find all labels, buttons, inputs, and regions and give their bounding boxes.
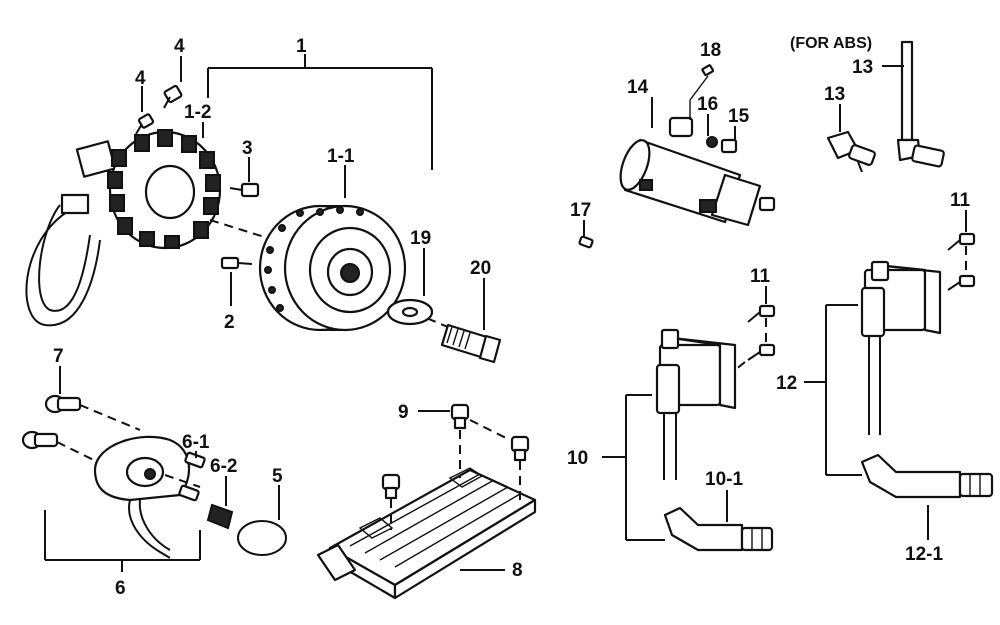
stator-teeth [107,129,221,249]
rectifier-regulator [316,467,537,600]
label-17: 17 [570,200,591,221]
bolt-4-lower [135,113,155,135]
rotor-flywheel [258,204,407,332]
align-line-11b [734,361,746,371]
starter-terminal [668,116,694,138]
label-6: 6 [115,578,126,599]
bolt-2 [220,256,253,270]
ignition-coil-10 [655,328,737,480]
label-3: 3 [242,138,253,159]
plug-cap-10-1 [663,506,774,552]
label-11-coil12: 11 [950,190,971,211]
bolt-4-upper [163,84,183,109]
rotor-holes [264,206,364,312]
label-4-lower: 4 [135,68,146,89]
rotor-edge [320,205,345,331]
bolt-9-left [450,403,470,430]
label-11-coil10: 11 [750,266,771,287]
plug-cap-12-1 [860,453,994,499]
nut-16 [706,136,718,148]
rotor-hub-center [340,263,360,283]
label-7: 7 [53,346,64,367]
pin-17 [578,235,594,249]
label-12-1: 12-1 [905,544,943,565]
label-19: 19 [410,228,431,249]
label-1-1: 1-1 [327,146,355,167]
bolt-20 [440,323,502,364]
pin-18 [701,64,715,77]
starter-motor [619,64,776,227]
bolt-11-coil12-a [947,232,976,251]
stator-wire-loop-inner [38,204,91,312]
part-6-1 [178,451,206,502]
stator-assembly [25,129,222,327]
label-8: 8 [512,560,523,581]
bolt-11-coil10-a [747,304,776,323]
stator-center-hole [144,164,196,220]
bolt-9-front [381,473,401,500]
stator-clamp [60,193,90,215]
align-line-pulser [164,474,201,488]
label-13-lower: 13 [824,84,845,105]
ignition-coil-12 [860,260,942,435]
bolt-15 [720,138,738,154]
leader-lines [44,54,967,572]
label-16: 16 [697,94,718,115]
spring-6-2 [206,503,234,530]
label-12: 12 [776,373,797,394]
bolt-7-upper [44,394,82,414]
pulser-sensor [93,435,191,559]
label-4-upper: 4 [174,36,185,57]
label-18: 18 [700,40,721,61]
callout-labels: 1 1-1 1-2 2 3 4 4 5 6 6-1 6-2 7 8 9 10 1… [53,35,971,599]
bolt-7-lower [21,430,59,450]
label-6-2: 6-2 [210,456,237,477]
label-2: 2 [224,312,235,333]
label-6-1: 6-1 [182,432,210,453]
bolt-9-right [510,435,530,462]
bolt-11-coil10-b [747,343,776,361]
washer-19 [386,298,434,326]
label-for-abs: (FOR ABS) [790,35,872,52]
align-line-9d [469,419,511,441]
label-1-2: 1-2 [184,102,211,123]
label-20: 20 [470,258,491,279]
align-line-7a [79,404,141,431]
label-1: 1 [296,36,307,57]
abs-sensor-left [826,130,876,173]
label-5: 5 [272,466,283,487]
label-15: 15 [728,106,750,127]
bolt-3 [229,182,260,198]
o-ring-5 [237,520,287,556]
label-10: 10 [567,448,588,469]
label-10-1: 10-1 [705,469,743,490]
stator-wire-loop [25,209,101,327]
label-13-upper: 13 [852,57,873,78]
label-14: 14 [627,77,649,98]
bolt-11-coil12-b [947,274,976,291]
label-9: 9 [398,402,409,423]
abs-sensor-right [896,40,945,168]
